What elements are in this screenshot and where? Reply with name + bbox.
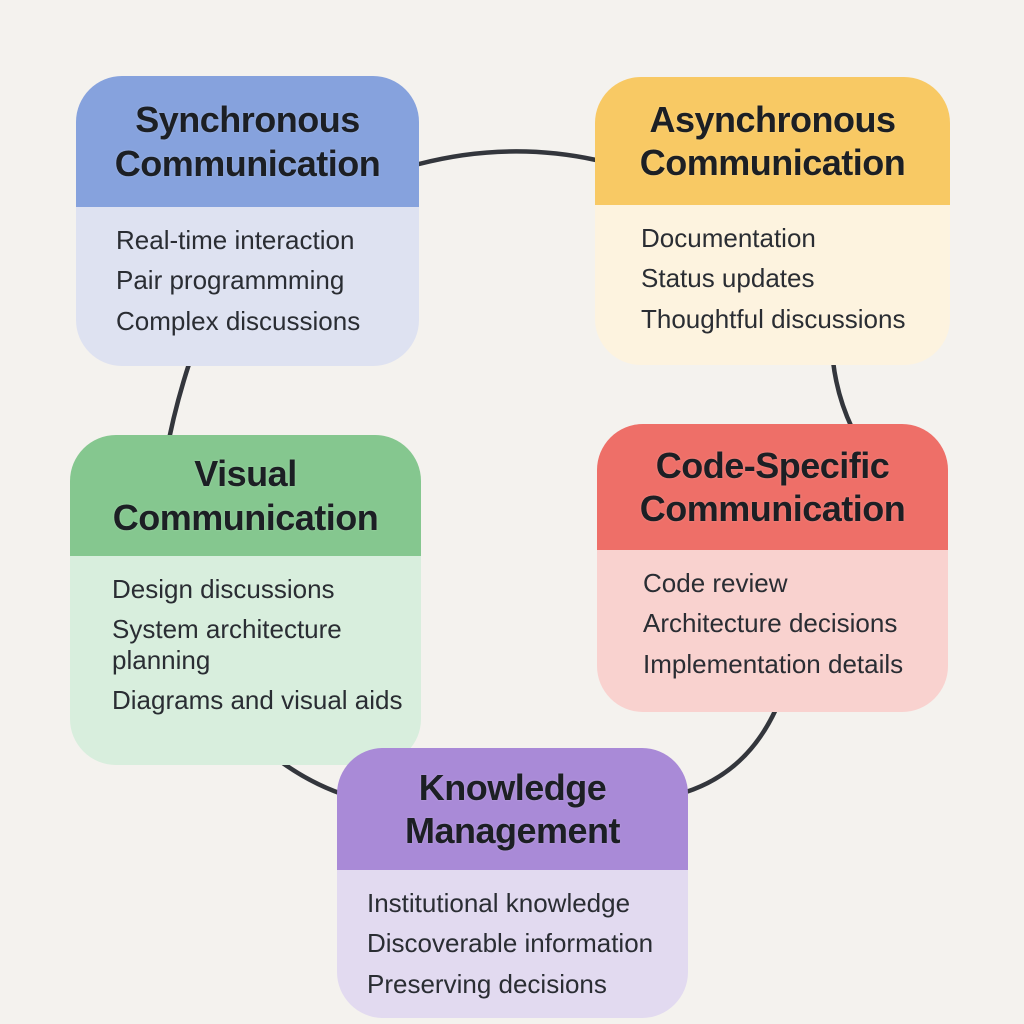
card-title: Visual Communication bbox=[112, 453, 379, 538]
card-body: Institutional knowledge Discoverable inf… bbox=[337, 870, 688, 1018]
card-knowledge-management: Knowledge Management Institutional knowl… bbox=[337, 748, 688, 1018]
card-body: Design discussions System architecture p… bbox=[70, 556, 421, 765]
card-item: Status updates bbox=[641, 263, 815, 294]
card-item: Pair programmming bbox=[116, 265, 345, 296]
card-item: Discoverable information bbox=[367, 928, 654, 959]
card-header: Code-Specific Communication bbox=[597, 424, 948, 550]
card-item: Architecture decisions bbox=[643, 608, 898, 639]
card-code-specific-communication: Code-Specific Communication Code review … bbox=[597, 424, 948, 712]
card-item: Real-time interaction bbox=[116, 225, 355, 255]
card-item: Design discussions bbox=[112, 574, 335, 604]
card-asynchronous-communication: Asynchronous Communication Documentation… bbox=[595, 77, 950, 365]
card-item: System architecture planning bbox=[112, 614, 342, 675]
card-title: Asynchronous Communication bbox=[639, 98, 906, 183]
card-item: Diagrams and visual aids bbox=[112, 685, 403, 716]
card-title: Synchronous Communication bbox=[114, 99, 381, 184]
card-body: Code review Architecture decisions Imple… bbox=[597, 550, 948, 712]
card-item: Preserving decisions bbox=[367, 968, 607, 999]
card-item: Institutional knowledge bbox=[367, 888, 631, 918]
card-title: Code-Specific Communication bbox=[639, 444, 906, 529]
card-item: Code review bbox=[643, 568, 788, 598]
card-item: Thoughtful discussions bbox=[641, 303, 906, 334]
card-item: Documentation bbox=[641, 223, 816, 253]
connector-code-to-knowledge bbox=[683, 706, 779, 795]
card-visual-communication: Visual Communication Design discussions … bbox=[70, 435, 421, 765]
card-body: Real-time interaction Pair programmming … bbox=[76, 207, 419, 366]
card-header: Synchronous Communication bbox=[76, 76, 419, 207]
connector-sync-to-async bbox=[416, 149, 599, 167]
card-item: Complex discussions bbox=[116, 305, 361, 336]
card-body: Documentation Status updates Thoughtful … bbox=[595, 205, 950, 365]
connector-async-to-code bbox=[830, 358, 855, 431]
card-header: Knowledge Management bbox=[337, 748, 688, 870]
card-header: Visual Communication bbox=[70, 435, 421, 556]
card-item: Implementation details bbox=[643, 648, 904, 679]
card-synchronous-communication: Synchronous Communication Real-time inte… bbox=[76, 76, 419, 366]
card-header: Asynchronous Communication bbox=[595, 77, 950, 205]
card-title: Knowledge Management bbox=[404, 766, 621, 851]
